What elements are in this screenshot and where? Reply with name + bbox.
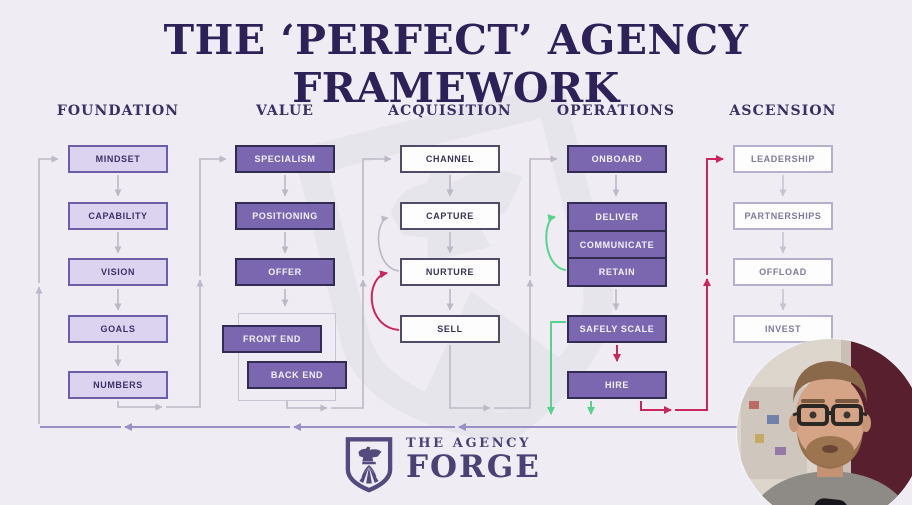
node-hire: HIRE	[567, 371, 667, 399]
node-mindset: MINDSET	[68, 145, 168, 173]
node-leadership: LEADERSHIP	[733, 145, 833, 173]
node-nurture: NURTURE	[400, 258, 500, 286]
node-goals: GOALS	[68, 315, 168, 343]
edge-hire-leadership	[706, 155, 724, 275]
brand-line-1: THE AGENCY	[406, 436, 531, 451]
node-specialism: SPECIALISM	[235, 145, 335, 173]
node-safely-scale: SAFELY SCALE	[567, 315, 667, 343]
deliver-group: DELIVER COMMUNICATE RETAIN	[567, 202, 667, 287]
brand-line-2: FORGE	[406, 449, 541, 485]
node-communicate: COMMUNICATE	[569, 229, 665, 258]
node-offload: OFFLOAD	[733, 258, 833, 286]
forge-shield-anvil-icon	[345, 437, 393, 493]
frontend-backend-container	[238, 313, 336, 401]
slide-title: THE ‘PERFECT’ AGENCY FRAMEWORK	[163, 16, 749, 112]
column-header-operations: OPERATIONS	[556, 103, 676, 119]
node-back-end: BACK END	[247, 361, 347, 389]
node-vision: VISION	[68, 258, 168, 286]
edge-sell-nurture-loop	[370, 270, 400, 331]
node-onboard: ONBOARD	[567, 145, 667, 173]
node-capture: CAPTURE	[400, 202, 500, 230]
column-header-foundation: FOUNDATION	[56, 103, 180, 119]
column-header-value: VALUE	[255, 103, 315, 119]
node-sell: SELL	[400, 315, 500, 343]
edge-retain-deliver-loop	[545, 214, 567, 271]
node-retain: RETAIN	[569, 257, 665, 285]
presenter-webcam	[737, 339, 912, 505]
node-front-end: FRONT END	[222, 325, 322, 353]
node-channel: CHANNEL	[400, 145, 500, 173]
green-connectors	[545, 214, 595, 415]
node-positioning: POSITIONING	[235, 202, 335, 230]
red-connectors	[370, 155, 724, 414]
presenter-avatar	[737, 339, 912, 505]
column-header-ascension: ASCENSION	[729, 103, 837, 119]
column-header-acquisition: ACQUISITION	[388, 103, 512, 119]
node-numbers: NUMBERS	[68, 371, 168, 399]
node-partnerships: PARTNERSHIPS	[733, 202, 833, 230]
gray-connectors	[35, 155, 620, 424]
node-invest: INVEST	[733, 315, 833, 343]
edge-nurture-capture-loop	[377, 215, 400, 272]
brand-text: THE AGENCY FORGE	[406, 436, 541, 485]
node-capability: CAPABILITY	[68, 202, 168, 230]
node-deliver: DELIVER	[595, 211, 639, 222]
brand-logo: THE AGENCY FORGE	[345, 436, 541, 493]
node-offer: OFFER	[235, 258, 335, 286]
edge-safelyscale-feedback	[547, 321, 566, 415]
